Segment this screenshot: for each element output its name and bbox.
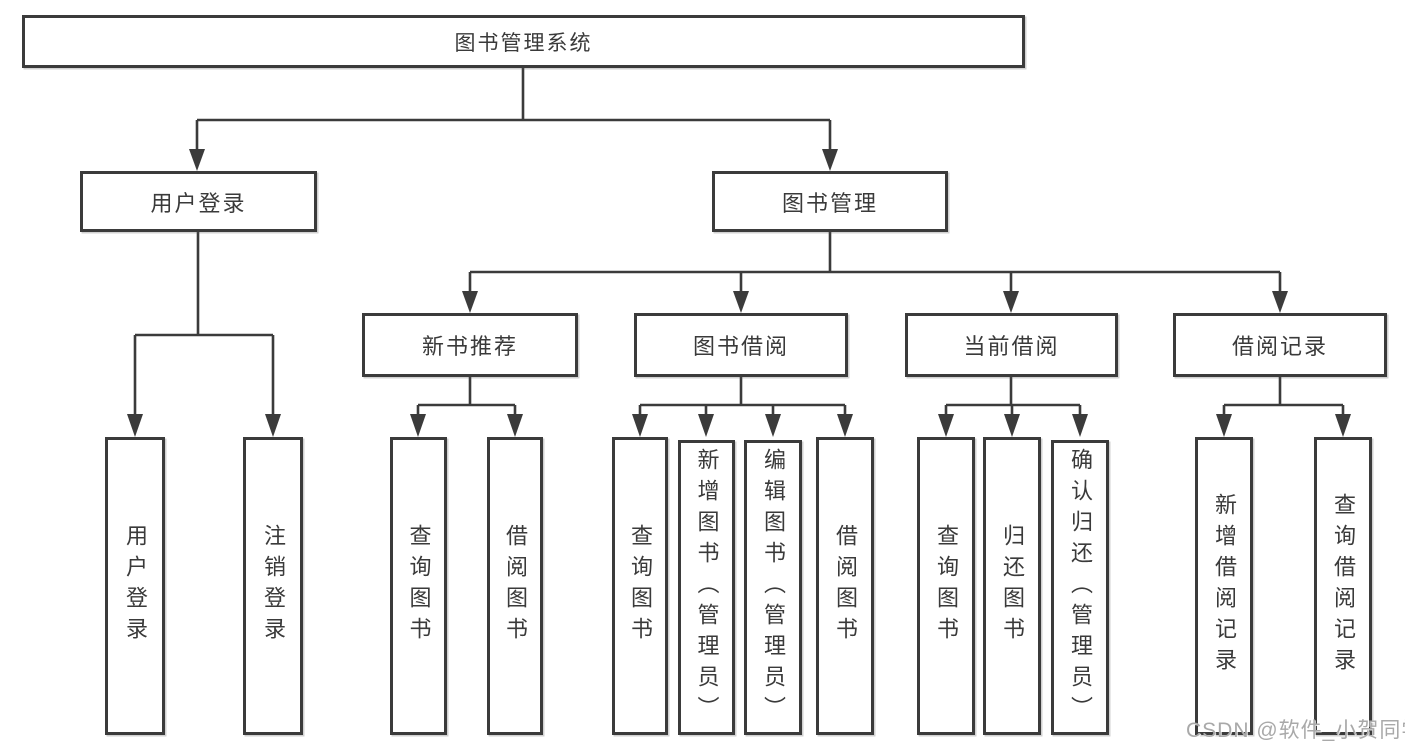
node-book-borrowing: 图书借阅 bbox=[634, 313, 848, 377]
node-book-management: 图书管理 bbox=[712, 171, 948, 232]
leaf-borrow-books-2-label: 借阅图书 bbox=[833, 524, 858, 648]
leaf-logout: 注销登录 bbox=[243, 437, 303, 735]
leaf-logout-label: 注销登录 bbox=[261, 524, 286, 648]
node-new-book-recommend: 新书推荐 bbox=[362, 313, 578, 377]
node-root-system-label: 图书管理系统 bbox=[454, 31, 593, 55]
node-book-management-label: 图书管理 bbox=[781, 190, 878, 216]
leaf-query-books-3: 查询图书 bbox=[917, 437, 975, 735]
edge-new-book-to-leaves bbox=[410, 377, 523, 437]
leaf-add-borrow-record: 新增借阅记录 bbox=[1195, 437, 1253, 735]
edge-borrow-record-to-leaves bbox=[1216, 377, 1351, 437]
leaf-borrow-books-2: 借阅图书 bbox=[816, 437, 874, 735]
leaf-query-books-1: 查询图书 bbox=[390, 437, 447, 735]
leaf-user-login: 用户登录 bbox=[105, 437, 165, 735]
leaf-query-books-1-label: 查询图书 bbox=[406, 524, 432, 648]
node-current-borrowing: 当前借阅 bbox=[905, 313, 1118, 377]
leaf-query-books-2-label: 查询图书 bbox=[628, 524, 653, 648]
edge-book-borrow-to-leaves bbox=[632, 377, 853, 437]
leaf-return-books-label: 归还图书 bbox=[1000, 524, 1025, 648]
leaf-confirm-return-admin-label: 确认归还（管理员） bbox=[1068, 448, 1093, 727]
leaf-confirm-return-admin: 确认归还（管理员） bbox=[1051, 440, 1109, 735]
leaf-borrow-books-1-label: 借阅图书 bbox=[503, 524, 528, 648]
node-user-login-branch: 用户登录 bbox=[80, 171, 317, 232]
leaf-edit-books-admin: 编辑图书（管理员） bbox=[744, 440, 802, 735]
node-new-book-recommend-label: 新书推荐 bbox=[421, 334, 518, 359]
node-user-login-branch-label: 用户登录 bbox=[150, 190, 247, 216]
leaf-add-books-admin: 新增图书（管理员） bbox=[678, 440, 735, 735]
leaf-query-borrow-record: 查询借阅记录 bbox=[1314, 437, 1372, 735]
leaf-query-books-2: 查询图书 bbox=[612, 437, 668, 735]
leaf-borrow-books-1: 借阅图书 bbox=[487, 437, 543, 735]
node-root-system: 图书管理系统 bbox=[22, 15, 1025, 68]
node-borrowing-records-label: 借阅记录 bbox=[1231, 334, 1328, 359]
edge-root-to-level2 bbox=[189, 68, 838, 171]
leaf-user-login-label: 用户登录 bbox=[123, 524, 148, 648]
edge-book-mgmt-to-level3 bbox=[462, 232, 1288, 313]
leaf-add-books-admin-label: 新增图书（管理员） bbox=[694, 448, 720, 727]
leaf-query-books-3-label: 查询图书 bbox=[934, 524, 959, 648]
node-borrowing-records: 借阅记录 bbox=[1173, 313, 1387, 377]
node-current-borrowing-label: 当前借阅 bbox=[963, 334, 1060, 359]
leaf-edit-books-admin-label: 编辑图书（管理员） bbox=[761, 448, 786, 727]
leaf-add-borrow-record-label: 新增借阅记录 bbox=[1212, 493, 1237, 679]
csdn-watermark: CSDN @软件_小贺同学 bbox=[1186, 719, 1405, 742]
edge-user-login-to-leaves bbox=[127, 232, 281, 437]
leaf-return-books: 归还图书 bbox=[983, 437, 1041, 735]
leaf-query-borrow-record-label: 查询借阅记录 bbox=[1331, 493, 1356, 679]
node-book-borrowing-label: 图书借阅 bbox=[692, 334, 789, 359]
edge-current-borrow-to-leaves bbox=[938, 377, 1088, 437]
